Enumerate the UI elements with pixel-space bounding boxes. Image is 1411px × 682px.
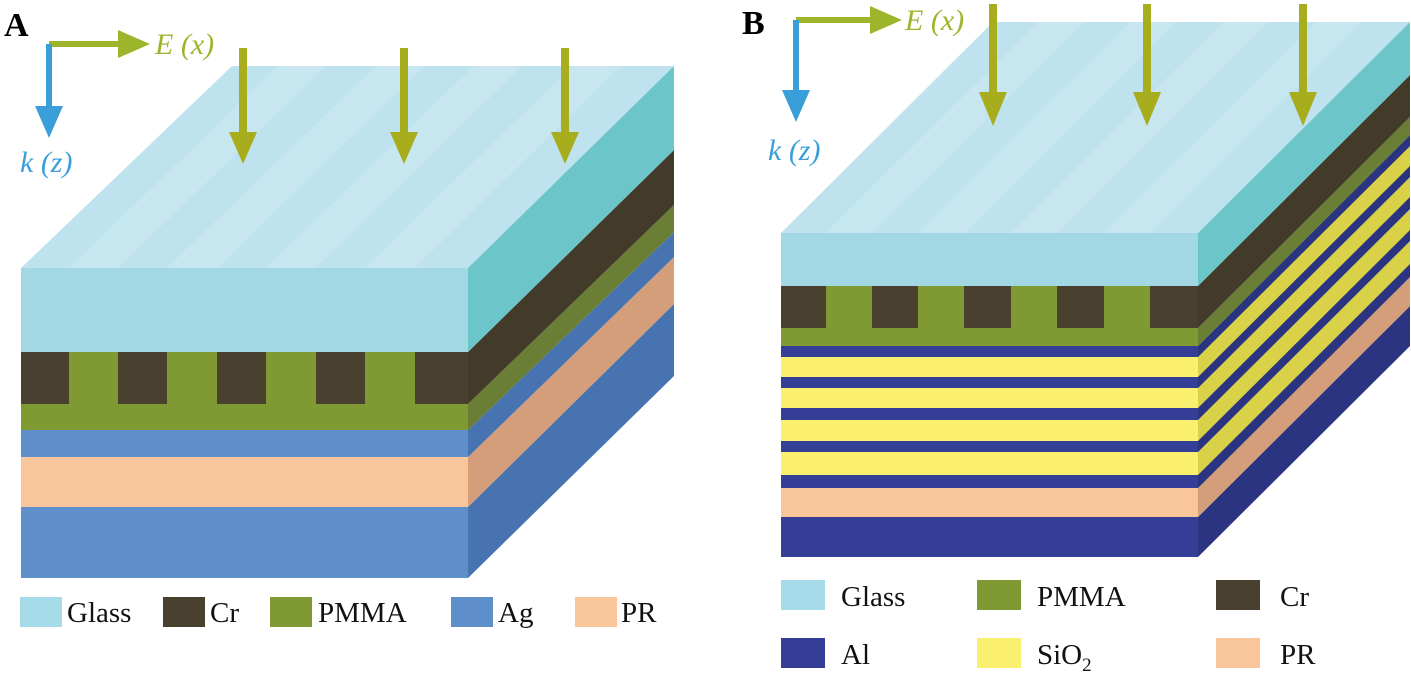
- glass-reflection-b: [826, 22, 1362, 233]
- pr-side-a: [468, 257, 674, 507]
- legend-swatch-al-b: [781, 638, 825, 668]
- cr-block-a: [118, 352, 167, 404]
- legend-a: Glass Cr PMMA Ag PR: [20, 597, 657, 629]
- al-layer-b: [781, 441, 1198, 452]
- legend-label-cr-a: Cr: [210, 597, 239, 629]
- al-layer-side-b: [1198, 264, 1410, 488]
- cr-block-a: [415, 352, 468, 404]
- legend-swatch-cr-b: [1216, 580, 1260, 610]
- panel-a-axes: E (x) k (z): [20, 28, 214, 179]
- glass-side-a: [468, 66, 674, 352]
- cr-block-a: [21, 352, 69, 404]
- panel-a-stack: [21, 66, 674, 578]
- k-axis-label-b: k (z): [768, 134, 820, 167]
- legend-swatch-cr-a: [163, 597, 205, 627]
- legend-swatch-pr-a: [575, 597, 617, 627]
- pmma-front-b: [781, 328, 1198, 346]
- legend-swatch-ag-a: [451, 597, 493, 627]
- al-bottom-side-b: [1198, 306, 1410, 557]
- e-arrow-head-b: [870, 6, 902, 34]
- legend-label-cr-b: Cr: [1280, 581, 1309, 613]
- ag-thin-front-a: [21, 430, 468, 457]
- legend-label-ag-a: Ag: [498, 597, 533, 629]
- ag-bottom-side-a: [468, 304, 674, 578]
- cr-block-b: [1057, 286, 1104, 328]
- legend-label-sio2-b: SiO2: [1037, 639, 1092, 676]
- pr-side-b: [1198, 277, 1410, 517]
- pr-front-a: [21, 457, 468, 507]
- pmma-side-b: [1198, 117, 1410, 346]
- legend-b: Glass PMMA Cr Al SiO2 PR: [781, 580, 1316, 676]
- legend-label-al-b: Al: [841, 639, 870, 671]
- legend-label-glass-b: Glass: [841, 581, 905, 613]
- legend-label-pmma-b: PMMA: [1037, 581, 1126, 613]
- legend-swatch-glass-a: [20, 597, 62, 627]
- cr-side-a: [468, 150, 674, 404]
- legend-label-pr-a: PR: [621, 597, 657, 629]
- panel-b-axes: E (x) k (z): [768, 4, 964, 167]
- legend-swatch-glass-b: [781, 580, 825, 610]
- ag-bottom-front-a: [21, 507, 468, 578]
- e-axis-label-b: E (x): [904, 4, 964, 37]
- cr-block-b: [781, 286, 826, 328]
- panel-b-incident-arrows: [979, 4, 1317, 126]
- cr-block-b: [872, 286, 918, 328]
- cr-block-b: [1150, 286, 1198, 328]
- incident-arrow-head-a: [551, 132, 579, 164]
- glass-side-b: [1198, 22, 1410, 286]
- al-layer-b: [781, 408, 1198, 420]
- legend-label-pr-b: PR: [1280, 639, 1316, 671]
- panel-b-stack: [781, 22, 1410, 557]
- e-axis-label-a: E (x): [154, 28, 214, 61]
- legend-swatch-pr-b: [1216, 638, 1260, 668]
- incident-arrow-head-a: [390, 132, 418, 164]
- pr-front-b: [781, 488, 1198, 517]
- al-bottom-front-b: [781, 517, 1198, 557]
- pmma-side-a: [468, 205, 674, 430]
- k-arrow-head-a: [35, 106, 63, 138]
- cr-block-a: [217, 352, 266, 404]
- incident-arrow-head-b: [979, 92, 1007, 126]
- al-layer-side-b: [1198, 197, 1410, 420]
- glass-top-b: [781, 22, 1410, 233]
- al-layer-b: [781, 346, 1198, 357]
- legend-swatch-pmma-a: [270, 597, 312, 627]
- k-arrow-head-b: [782, 90, 810, 122]
- panel-b: B E (x) k (z): [742, 4, 1410, 676]
- glass-front-a: [21, 268, 468, 352]
- al-layer-b: [781, 377, 1198, 388]
- legend-swatch-pmma-b: [977, 580, 1021, 610]
- al-layer-side-b: [1198, 230, 1410, 452]
- al-layer-side-b: [1198, 166, 1410, 388]
- al-layer-side-b: [1198, 135, 1410, 357]
- ag-thin-side-a: [468, 232, 674, 457]
- glass-front-b: [781, 233, 1198, 286]
- cr-side-b: [1198, 75, 1410, 328]
- panel-a-label: A: [4, 7, 29, 44]
- e-arrow-head-a: [118, 30, 150, 58]
- glass-top-a: [21, 66, 674, 268]
- pmma-front-a: [21, 404, 468, 430]
- al-layer-b: [781, 475, 1198, 488]
- incident-arrow-head-a: [229, 132, 257, 164]
- k-axis-label-a: k (z): [20, 146, 72, 179]
- panel-a-incident-arrows: [229, 48, 579, 164]
- legend-swatch-sio2-b: [977, 638, 1021, 668]
- incident-arrow-head-b: [1289, 92, 1317, 126]
- legend-label-pmma-a: PMMA: [318, 597, 407, 629]
- panel-b-label: B: [742, 5, 765, 42]
- panel-a: A E (x) k (z): [4, 7, 674, 629]
- incident-arrow-head-b: [1133, 92, 1161, 126]
- glass-reflection-a: [69, 66, 620, 268]
- legend-label-glass-a: Glass: [67, 597, 131, 629]
- cr-block-b: [964, 286, 1011, 328]
- cr-block-a: [316, 352, 365, 404]
